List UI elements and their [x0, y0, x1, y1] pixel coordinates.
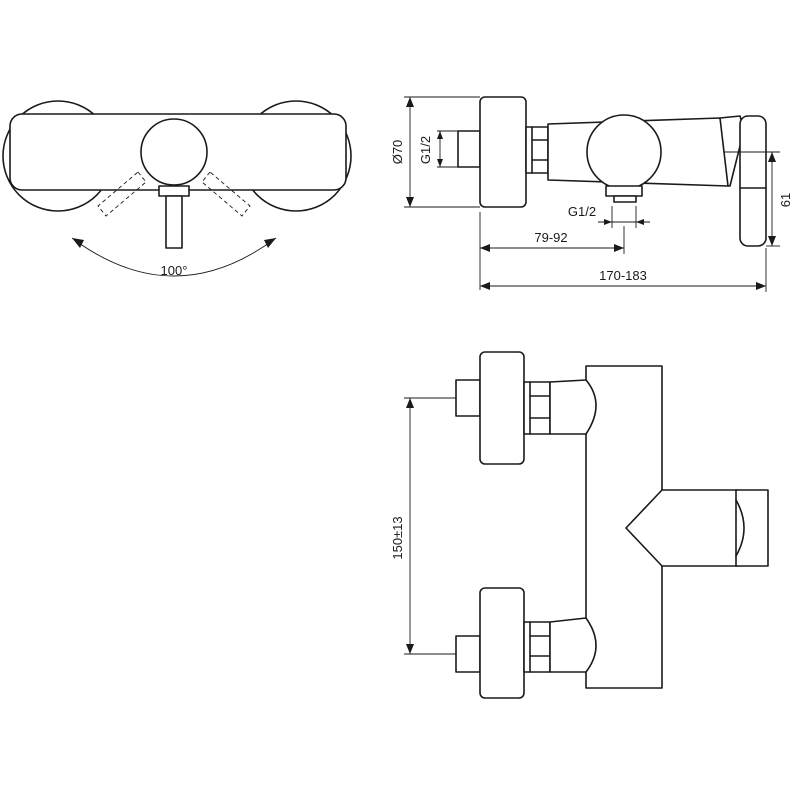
lever-rotation-right	[201, 171, 251, 217]
top-view: 100°	[2, 100, 352, 278]
inlet-thread-label: G1/2	[418, 136, 433, 164]
rotation-arc	[71, 237, 277, 277]
mixer-body-front	[549, 365, 739, 689]
side-view: Ø70 G1/2 G1/2	[390, 96, 793, 292]
diameter-label: Ø70	[390, 140, 405, 165]
control-knob	[140, 118, 208, 186]
control-knob-side	[586, 114, 662, 190]
total-depth-label: 170-183	[599, 268, 647, 283]
lever-joint	[719, 115, 745, 187]
spout-cone	[625, 489, 663, 567]
wall-rosette-side	[479, 96, 527, 208]
upper-inlet-connector	[455, 379, 481, 417]
lever-handle	[165, 195, 183, 249]
outlet-connector	[605, 185, 643, 197]
front-view: 150±13	[390, 351, 769, 699]
arc-arrow-left	[72, 238, 84, 248]
arc-arrow-right	[264, 238, 276, 248]
mixer-body-top	[9, 113, 347, 191]
rotation-angle-label: 100°	[161, 263, 188, 278]
lower-union-nut	[523, 621, 551, 673]
lever-base	[158, 185, 190, 197]
lower-inlet-connector	[455, 635, 481, 673]
union-nut	[525, 126, 549, 174]
outlet-thread-label: G1/2	[568, 204, 596, 219]
centre-distance-label: 150±13	[390, 516, 405, 559]
handle-height-label: 61	[778, 193, 793, 207]
upper-rosette	[479, 351, 525, 465]
lever-rotation-left	[97, 171, 147, 217]
outlet-distance-label: 79-92	[534, 230, 567, 245]
lower-rosette	[479, 587, 525, 699]
inlet-connector	[457, 130, 481, 168]
front-handle	[735, 489, 769, 567]
upper-union-nut	[523, 381, 551, 435]
lever-side	[739, 115, 767, 247]
